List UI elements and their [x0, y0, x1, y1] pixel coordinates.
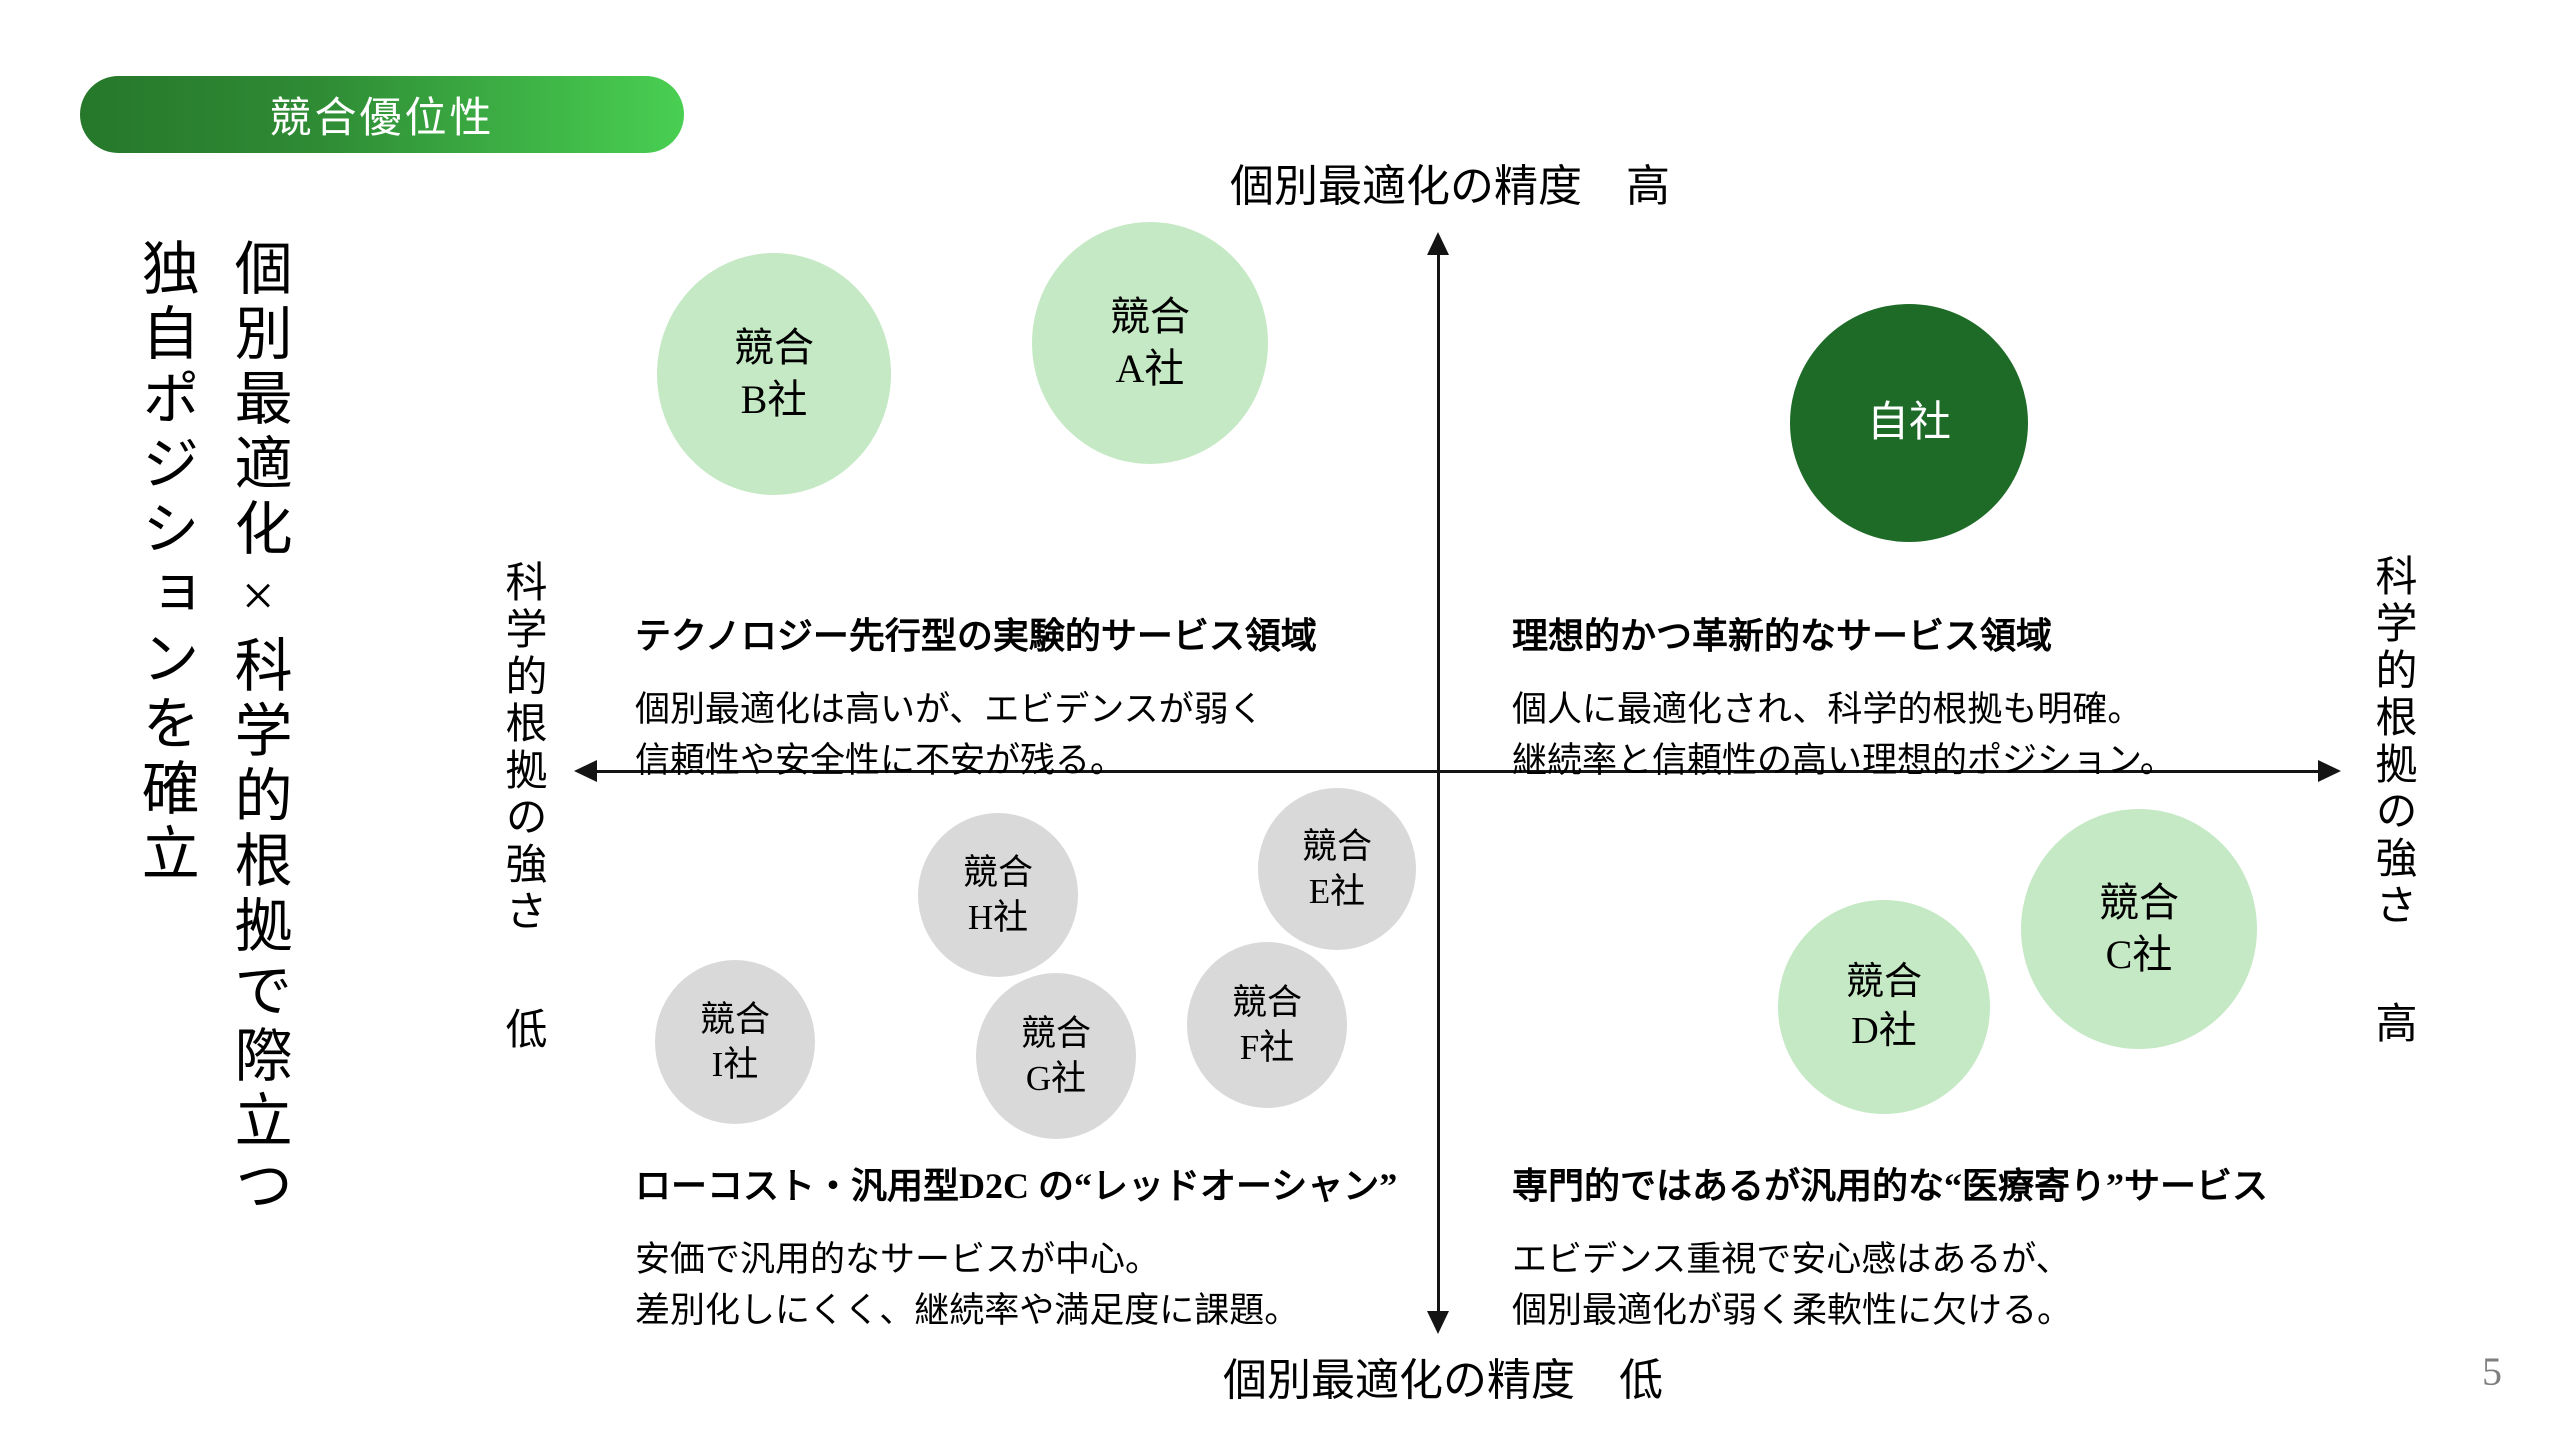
- y-axis-arrow-down-icon: [1427, 1311, 1449, 1334]
- headline-line-1: 個別最適化×科学的根拠で際立つ: [225, 238, 291, 1220]
- headline: 個別最適化×科学的根拠で際立つ 独自ポジションを確立: [118, 238, 304, 1248]
- bubble-competitor-g-label-2: G社: [1025, 1059, 1087, 1098]
- bubble-competitor-e-label-2: E社: [1308, 872, 1366, 911]
- bubble-competitor-f-label-1: 競合: [1231, 982, 1302, 1022]
- x-axis-label-left-extreme: 低: [499, 1006, 545, 1054]
- bubble-competitor-f-label-2: F社: [1239, 1028, 1295, 1067]
- quadrant-top-right-body: 個人に最適化され、科学的根拠も明確。 継続率と信頼性の高い理想的ポジション。: [1512, 685, 2175, 787]
- bubble-competitor-h: 競合 H社: [918, 813, 1078, 977]
- y-axis-arrow-up-icon: [1427, 232, 1449, 255]
- bubble-competitor-d-label-2: D社: [1851, 1010, 1917, 1052]
- quadrant-bottom-left-title: ローコスト・汎用型D2C の“レッドオーシャン”: [635, 1166, 1398, 1206]
- bubble-competitor-a-label-2: A社: [1115, 346, 1185, 391]
- bubble-competitor-i: 競合 I社: [655, 960, 815, 1124]
- quadrant-top-left-body-line-2: 信頼性や安全性に不安が残る。: [635, 740, 1126, 780]
- section-badge: 競合優位性: [80, 76, 684, 153]
- quadrant-top-left-body-line-1: 個別最適化は高いが、エビデンスが弱く: [635, 690, 1264, 729]
- y-axis-label-low: 個別最適化の精度 低: [1223, 1356, 1663, 1405]
- x-axis-line: [592, 770, 2322, 773]
- quadrant-bottom-left-body: 安価で汎用的なサービスが中心。 差別化しにくく、継続率や満足度に課題。: [635, 1235, 1397, 1337]
- bubble-competitor-h-label-2: H社: [967, 898, 1029, 937]
- x-axis-arrow-left-icon: [574, 760, 597, 782]
- bubble-competitor-f: 競合 F社: [1187, 942, 1347, 1108]
- bubble-own-company-label: 自社: [1866, 399, 1951, 446]
- quadrant-top-left-title: テクノロジー先行型の実験的サービス領域: [635, 616, 1317, 656]
- bubble-competitor-a-label-1: 競合: [1110, 294, 1190, 339]
- quadrant-bottom-left-body-line-1: 安価で汎用的なサービスが中心。: [635, 1240, 1161, 1279]
- bubble-competitor-c-label-2: C社: [2105, 932, 2173, 977]
- quadrant-bottom-left-description: ローコスト・汎用型D2C の“レッドオーシャン” 安価で汎用的なサービスが中心。…: [635, 1157, 1397, 1337]
- x-axis-arrow-right-icon: [2318, 760, 2341, 782]
- y-axis-line: [1437, 250, 1440, 1315]
- bubble-competitor-d-label-1: 競合: [1845, 960, 1922, 1003]
- x-axis-label-right-text: 科学的根拠の強さ: [2369, 554, 2415, 930]
- bubble-competitor-a: 競合 A社: [1032, 222, 1268, 464]
- bubble-competitor-i-label-1: 競合: [699, 999, 770, 1039]
- bubble-competitor-g-label-1: 競合: [1020, 1013, 1091, 1053]
- bubble-competitor-c: 競合 C社: [2021, 809, 2257, 1049]
- bubble-competitor-c-label-1: 競合: [2099, 880, 2179, 925]
- x-axis-label-left-text: 科学的根拠の強さ: [499, 560, 545, 936]
- headline-line-2: 独自ポジションを確立: [132, 238, 198, 888]
- quadrant-top-right-description: 理想的かつ革新的なサービス領域 個人に最適化され、科学的根拠も明確。 継続率と信…: [1512, 607, 2175, 787]
- quadrant-bottom-left-body-line-2: 差別化しにくく、継続率や満足度に課題。: [635, 1290, 1300, 1330]
- section-badge-label: 競合優位性: [269, 96, 495, 142]
- quadrant-top-right-title: 理想的かつ革新的なサービス領域: [1512, 616, 2053, 656]
- bubble-competitor-h-label-1: 競合: [962, 852, 1033, 892]
- bubble-competitor-e-label-1: 競合: [1301, 826, 1372, 866]
- bubble-competitor-d: 競合 D社: [1778, 900, 1990, 1114]
- bubble-competitor-g: 競合 G社: [976, 973, 1136, 1139]
- quadrant-top-left-body: 個別最適化は高いが、エビデンスが弱く 信頼性や安全性に不安が残る。: [635, 685, 1317, 787]
- bubble-competitor-e: 競合 E社: [1258, 788, 1416, 950]
- quadrant-bottom-right-body: エビデンス重視で安心感はあるが、 個別最適化が弱く柔軟性に欠ける。: [1512, 1235, 2268, 1337]
- quadrant-top-left-description: テクノロジー先行型の実験的サービス領域 個別最適化は高いが、エビデンスが弱く 信…: [635, 607, 1317, 787]
- bubble-competitor-b-label-2: B社: [740, 377, 808, 422]
- bubble-competitor-i-label-2: I社: [711, 1045, 759, 1084]
- quadrant-bottom-right-body-line-1: エビデンス重視で安心感はあるが、: [1512, 1240, 2071, 1279]
- quadrant-top-right-body-line-2: 継続率と信頼性の高い理想的ポジション。: [1512, 740, 2175, 780]
- quadrant-bottom-right-description: 専門的ではあるが汎用的な“医療寄り”サービス エビデンス重視で安心感はあるが、 …: [1512, 1157, 2268, 1337]
- x-axis-label-right-extreme: 高: [2369, 1000, 2415, 1048]
- bubble-competitor-b: 競合 B社: [657, 253, 891, 495]
- x-axis-label-right: 科学的根拠の強さ 高: [2362, 554, 2423, 1048]
- y-axis-label-high: 個別最適化の精度 高: [1230, 162, 1670, 211]
- bubble-competitor-b-label-1: 競合: [734, 325, 814, 370]
- x-axis-label-left: 科学的根拠の強さ 低: [492, 560, 553, 1054]
- quadrant-bottom-right-body-line-2: 個別最適化が弱く柔軟性に欠ける。: [1512, 1290, 2073, 1330]
- page-number: 5: [2482, 1349, 2502, 1394]
- bubble-own-company: 自社: [1790, 304, 2028, 542]
- quadrant-bottom-right-title: 専門的ではあるが汎用的な“医療寄り”サービス: [1512, 1166, 2269, 1206]
- quadrant-top-right-body-line-1: 個人に最適化され、科学的根拠も明確。: [1512, 690, 2143, 729]
